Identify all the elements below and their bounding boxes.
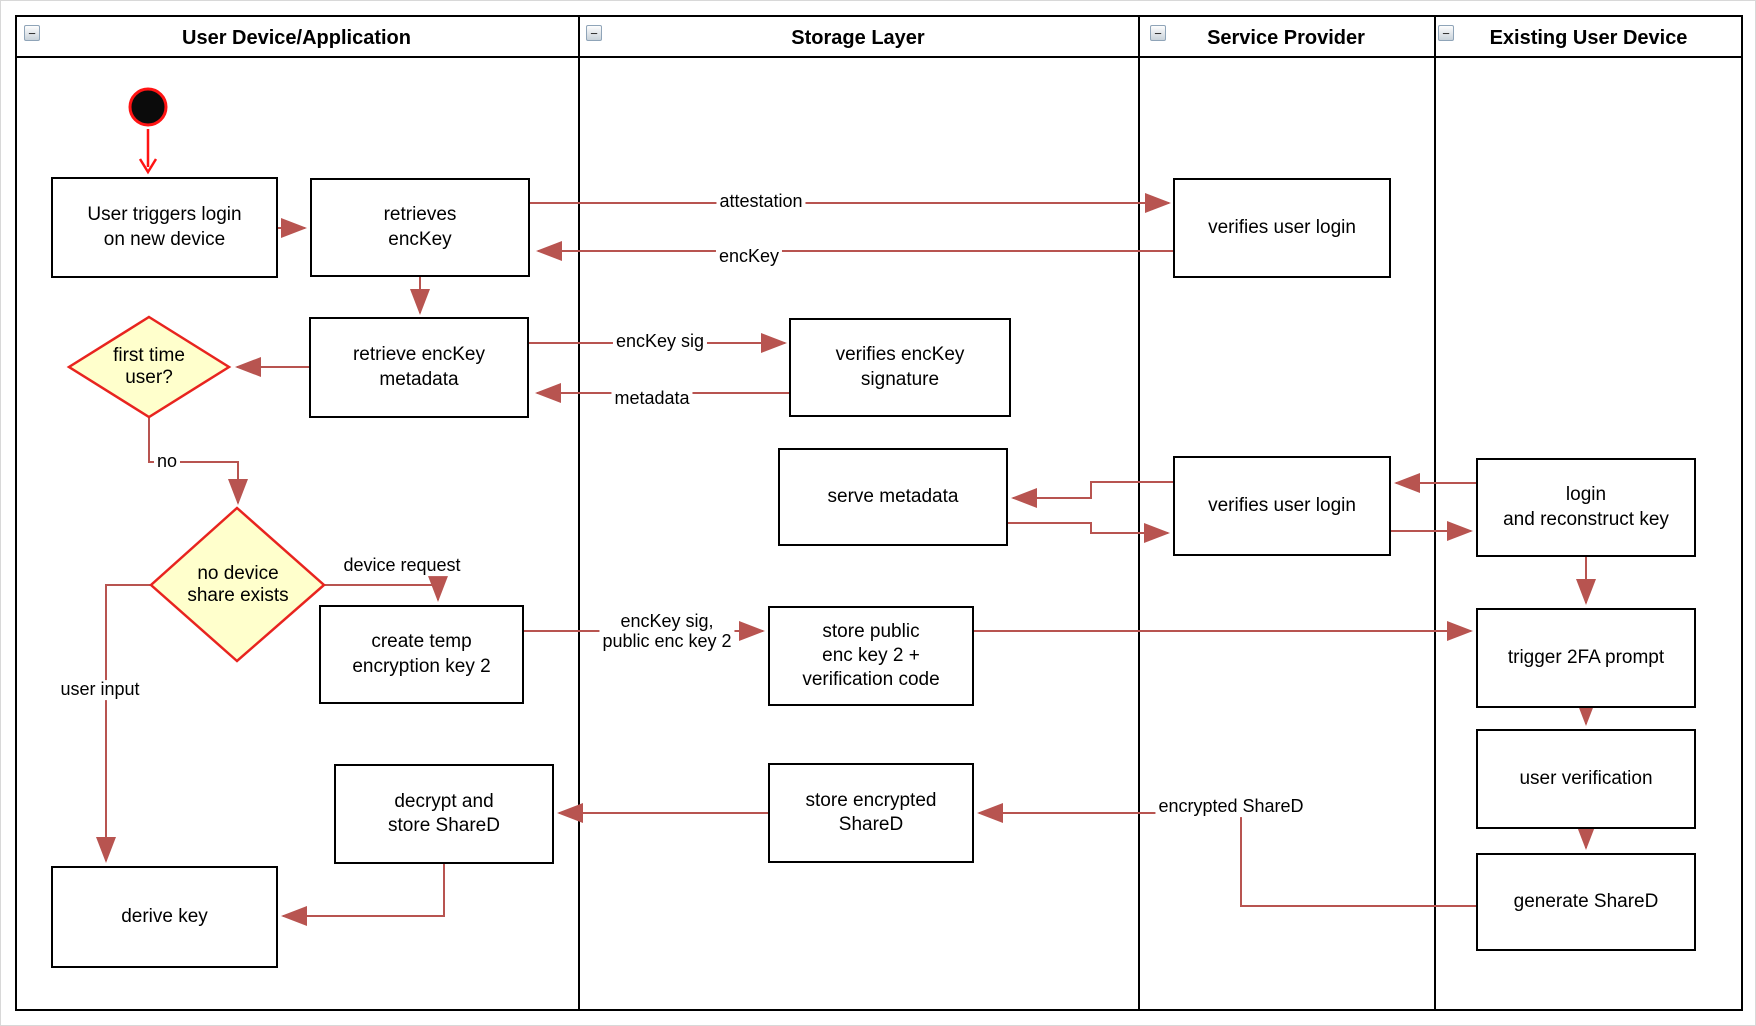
edge-label-enckey: encKey [715,246,783,267]
edge-label-no: no [153,451,181,472]
edge-label-user-input: user input [57,679,143,700]
edge-label-enckey-sig-public-enc-key-2: encKey sig, public enc key 2 [599,611,735,652]
lane-header-separator [15,56,1743,58]
lane-divider-3 [1434,15,1436,1011]
pool-frame [15,15,1743,1011]
node-user-verification[interactable]: user verification [1476,729,1696,829]
lane-divider-1 [578,15,580,1011]
edge-label-encrypted-shared: encrypted ShareD [1155,796,1307,817]
collapse-icon[interactable]: − [24,25,40,41]
edge-label-metadata: metadata [611,388,693,409]
node-user-triggers-login[interactable]: User triggers login on new device [51,177,278,278]
node-create-temp-encryption-key-2[interactable]: create temp encryption key 2 [319,605,524,704]
edge-label-enckey-sig: encKey sig [612,331,708,352]
collapse-icon[interactable]: − [1150,25,1166,41]
node-login-and-reconstruct-key[interactable]: login and reconstruct key [1476,458,1696,557]
edge-label-device-request: device request [340,555,464,576]
node-retrieves-enckey[interactable]: retrieves encKey [310,178,530,277]
lane-title-existing-user-device: Existing User Device [1489,26,1688,49]
lane-title-storage-layer: Storage Layer [791,26,925,49]
node-serve-metadata[interactable]: serve metadata [778,448,1008,546]
lane-title-user-device: User Device/Application [182,26,411,49]
node-verifies-enckey-signature[interactable]: verifies encKey signature [789,318,1011,417]
lane-title-service-provider: Service Provider [1207,26,1365,49]
node-verifies-user-login-1[interactable]: verifies user login [1173,178,1391,278]
node-derive-key[interactable]: derive key [51,866,278,968]
node-trigger-2fa-prompt[interactable]: trigger 2FA prompt [1476,608,1696,708]
edge-label-attestation: attestation [716,191,806,212]
collapse-icon[interactable]: − [586,25,602,41]
lane-divider-2 [1138,15,1140,1011]
node-retrieve-enckey-metadata[interactable]: retrieve encKey metadata [309,317,529,418]
node-generate-shared[interactable]: generate ShareD [1476,853,1696,951]
collapse-icon[interactable]: − [1438,25,1454,41]
node-decrypt-and-store-shared[interactable]: decrypt and store ShareD [334,764,554,864]
node-store-public-enc-key-2[interactable]: store public enc key 2 + verification co… [768,606,974,706]
node-verifies-user-login-2[interactable]: verifies user login [1173,456,1391,556]
node-store-encrypted-shared[interactable]: store encrypted ShareD [768,763,974,863]
